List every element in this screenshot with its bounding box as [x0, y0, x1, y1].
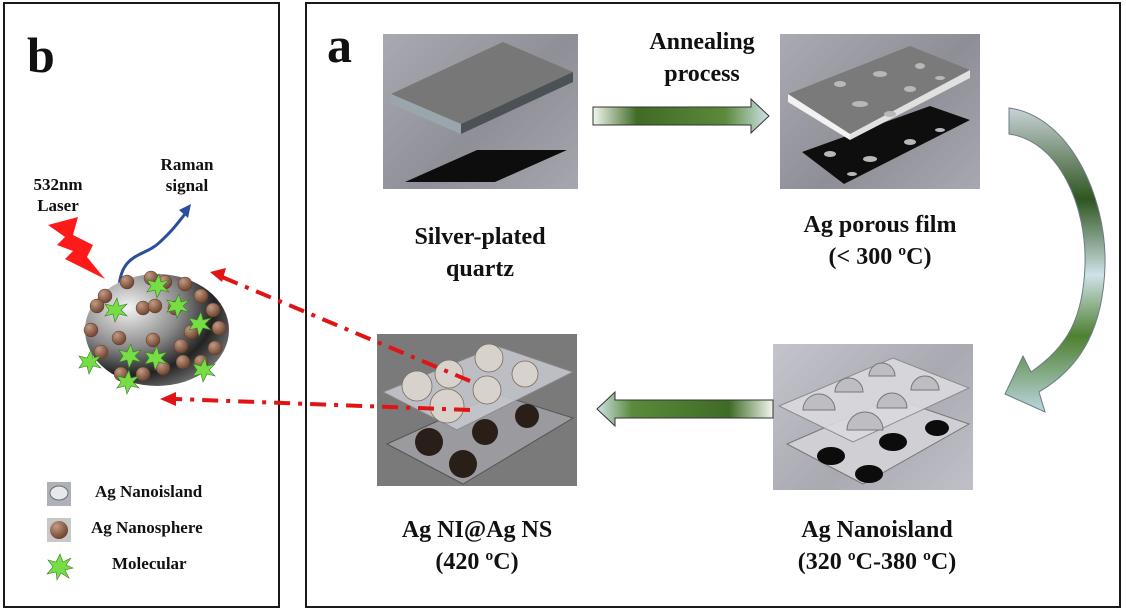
arrow-left	[596, 390, 774, 428]
panel-a-letter: a	[327, 17, 352, 73]
annealing-process-label: Annealing process	[649, 29, 755, 87]
raman-signal-arrow-icon	[117, 204, 191, 289]
ag-nanosphere-icon	[47, 518, 71, 542]
arrow-curved-down	[1004, 107, 1106, 413]
step-label-ag-porous-film: Ag porous film (< 300 ºC)	[803, 212, 957, 270]
panel-a: a Annealing process	[305, 2, 1121, 608]
step-label-ag-nanoisland: Ag Nanoisland (320 ºC-380 ºC)	[797, 517, 957, 575]
panel-b-letter: b	[27, 27, 55, 83]
ag-ni-ag-ns-image	[377, 334, 577, 486]
ag-nanoisland-image	[773, 344, 973, 490]
legend-label: Ag Nanoisland	[95, 482, 203, 501]
silver-plated-quartz-image	[383, 34, 578, 189]
ag-porous-film-image	[780, 34, 980, 189]
legend-label: Ag Nanosphere	[91, 518, 203, 537]
ag-nanoisland-icon	[47, 482, 71, 506]
laser-label: 532nm Laser	[33, 175, 83, 215]
panel-b: b 532nm Laser Raman signal	[3, 2, 280, 608]
laser-bolt-icon	[48, 217, 105, 279]
legend-label: Molecular	[112, 554, 187, 573]
molecule-star-icon	[46, 553, 74, 581]
arrow-right-annealing	[592, 97, 770, 135]
step-label-silver-plated-quartz: Silver-plated quartz	[414, 224, 546, 282]
raman-signal-label: Raman signal	[160, 155, 214, 195]
molecule-star-icons	[78, 273, 216, 395]
step-label-ag-ni-ag-ns: Ag NI@Ag NS (420 ºC)	[401, 517, 553, 575]
ag-nanoisland-dome-illustration	[78, 270, 229, 395]
